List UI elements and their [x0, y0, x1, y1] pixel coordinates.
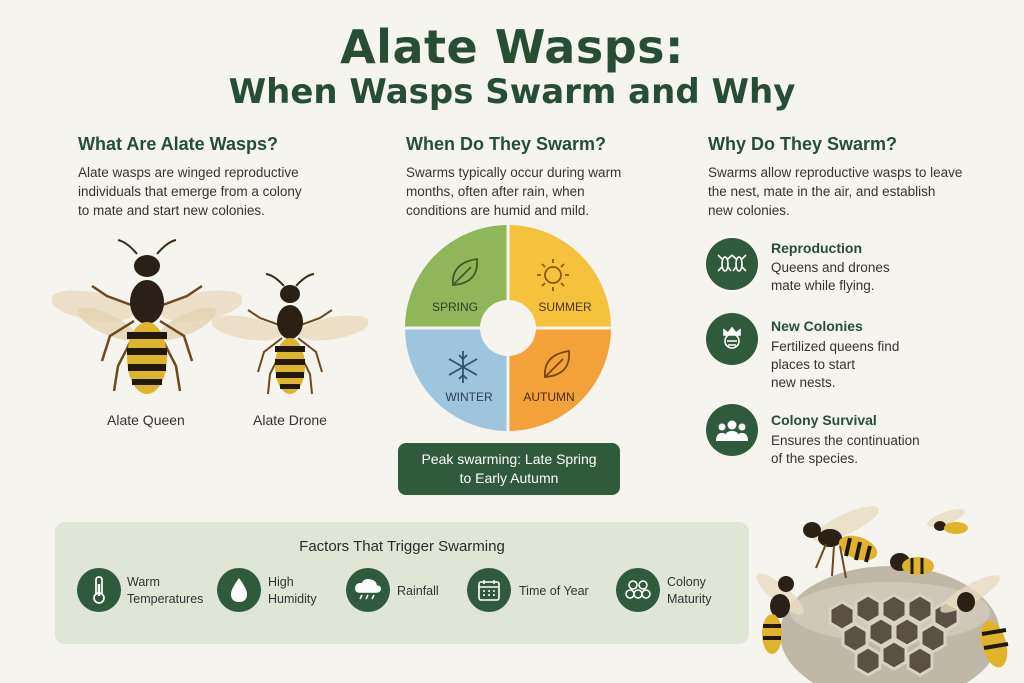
reason-title-reproduction: Reproduction — [771, 240, 862, 256]
wasp-nest-illustration — [756, 506, 1009, 683]
rain-cloud-icon — [346, 568, 390, 612]
season-label: WINTER — [445, 390, 493, 404]
wasp-figure — [927, 509, 968, 534]
factor-line: High — [268, 575, 294, 589]
wasp-figure — [756, 573, 804, 654]
factor-line: Humidity — [268, 592, 317, 606]
colony-icon — [616, 568, 660, 612]
factor-line: Colony — [667, 575, 706, 589]
factor-line: Temperatures — [127, 592, 204, 606]
reason-text-new-colonies: Fertilized queens find places to start n… — [771, 338, 899, 392]
season-autumn-segment — [508, 328, 611, 431]
factors-heading: Factors That Trigger Swarming — [299, 538, 505, 555]
factor-line: Rainfall — [397, 584, 439, 598]
season-label: SPRING — [432, 300, 478, 314]
when-heading: When Do They Swarm? — [406, 134, 607, 154]
what-line-2: individuals that emerge from a colony — [78, 184, 302, 199]
peak-swarming-badge: Peak swarming: Late Spring to Early Autu… — [398, 443, 620, 495]
wasp-figure — [940, 575, 1009, 668]
what-line-3: to mate and start new colonies. — [78, 203, 265, 218]
factor-line: Maturity — [667, 592, 712, 606]
reason-text-reproduction: Queens and drones mate while flying. — [771, 259, 890, 295]
droplet-icon — [217, 568, 261, 612]
reason-line: mate while flying. — [771, 278, 875, 293]
factor-label-humidity: High Humidity — [268, 574, 317, 608]
reason-title-new-colonies: New Colonies — [771, 318, 863, 334]
alate-queen-illustration — [52, 239, 242, 394]
sun-icon — [537, 259, 569, 291]
page-title: Alate Wasps: — [340, 20, 684, 74]
season-label: SUMMER — [538, 300, 592, 314]
season-spring-segment — [405, 225, 508, 328]
season-winter-segment — [405, 328, 508, 431]
why-line-3: new colonies. — [708, 203, 790, 218]
reason-title-colony-survival: Colony Survival — [771, 412, 877, 428]
factor-label-time-of-year: Time of Year — [519, 583, 589, 600]
when-line-1: Swarms typically occur during warm — [406, 165, 622, 180]
alate-drone-illustration — [212, 273, 368, 395]
factors-panel: Factors That Trigger Swarming Warm Tempe… — [55, 522, 749, 644]
reason-text-colony-survival: Ensures the continuation of the species. — [771, 432, 920, 468]
factor-label-temperature: Warm Temperatures — [127, 574, 203, 608]
thermometer-icon — [77, 568, 121, 612]
factor-line: Time of Year — [519, 584, 589, 598]
when-line-2: months, often after rain, when — [406, 184, 585, 199]
mating-wasps-icon — [706, 238, 758, 290]
page-subtitle: When Wasps Swarm and Why — [228, 72, 796, 112]
reason-line: Ensures the continuation — [771, 433, 920, 448]
reason-line: Fertilized queens find — [771, 339, 900, 354]
why-line-2: the nest, mate in the air, and establish — [708, 184, 936, 199]
seasons-wheel: SPRING SUMMER WINTER AUTUMN — [405, 225, 611, 431]
drone-caption: Alate Drone — [253, 412, 327, 428]
wasp-figure — [890, 553, 934, 575]
reason-line: new nests. — [771, 375, 836, 390]
factor-label-rainfall: Rainfall — [397, 583, 439, 600]
why-description: Swarms allow reproductive wasps to leave… — [708, 163, 998, 220]
reason-line: Queens and drones — [771, 260, 890, 275]
factor-label-colony-maturity: Colony Maturity — [667, 574, 711, 608]
factor-line: Warm — [127, 575, 160, 589]
snowflake-icon — [448, 351, 478, 383]
when-description: Swarms typically occur during warm month… — [406, 163, 656, 220]
what-heading: What Are Alate Wasps? — [78, 134, 279, 154]
group-icon — [706, 404, 758, 456]
when-line-3: conditions are humid and mild. — [406, 203, 590, 218]
leaf-icon — [544, 349, 570, 378]
wasp-figure — [803, 506, 879, 579]
calendar-icon — [467, 568, 511, 612]
why-heading: Why Do They Swarm? — [708, 134, 898, 154]
what-line-1: Alate wasps are winged reproductive — [78, 165, 299, 180]
leaf-icon — [452, 257, 478, 286]
queen-icon — [706, 313, 758, 365]
reason-line: places to start — [771, 357, 856, 372]
what-description: Alate wasps are winged reproductive indi… — [78, 163, 348, 220]
queen-caption: Alate Queen — [107, 412, 185, 428]
season-label: AUTUMN — [523, 390, 574, 404]
peak-line-2: to Early Autumn — [459, 470, 559, 486]
season-summer-segment — [508, 225, 611, 328]
peak-line-1: Peak swarming: Late Spring — [421, 451, 597, 467]
reason-line: of the species. — [771, 451, 859, 466]
why-line-1: Swarms allow reproductive wasps to leave — [708, 165, 963, 180]
